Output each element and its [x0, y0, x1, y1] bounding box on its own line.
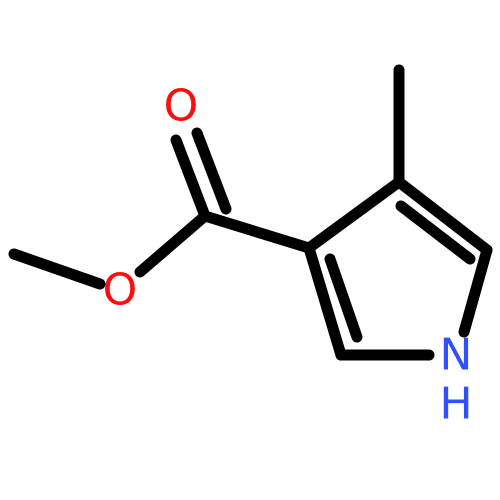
ester-oxygen-label: O [103, 265, 138, 316]
bond-methoxy-methyl-to-ester-oxygen [8, 248, 106, 290]
bond-ester-oxygen-to-carbonyl-carbon [134, 210, 211, 278]
bond-carbonyl-carbon-to-ring-c3 [199, 210, 315, 254]
bond-ring-c2-to-c3 [303, 242, 347, 361]
bond-ring-c4-to-c5 [393, 176, 493, 256]
bond-ring-c4-c5-inner-line [395, 200, 476, 265]
bond-ring-c3-to-c4 [303, 176, 405, 254]
bond-ring-c2-c3-inner-line [324, 253, 363, 343]
bond-carbonyl-double-line-2 [191, 127, 232, 215]
bond-carbonyl-double-line-1 [170, 134, 211, 222]
nitrogen-hydrogen-label: H [439, 379, 472, 430]
carbonyl-oxygen-label: O [164, 81, 199, 132]
ring-nitrogen-label: N [440, 330, 473, 381]
bond-ring-c5-to-nitrogen [458, 244, 493, 338]
